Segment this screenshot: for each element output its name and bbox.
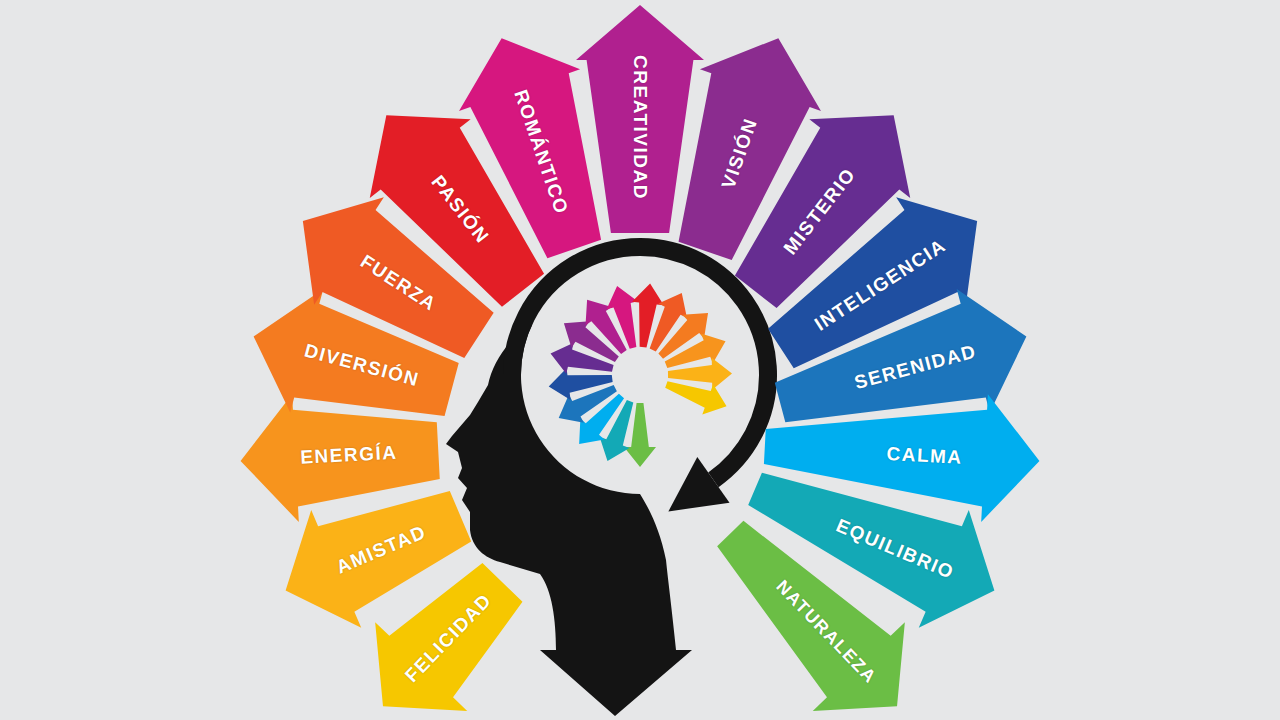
arrow-label: ENERGÍA: [299, 443, 397, 467]
arrow-label: EQUILIBRIO: [834, 515, 957, 582]
arrow-label: CALMA: [886, 443, 963, 466]
arrow-label: AMISTAD: [334, 522, 429, 577]
arrow-outline: [576, 5, 704, 233]
arrow-label: NATURALEZA: [773, 578, 880, 687]
arrow-label: SERENIDAD: [852, 341, 978, 392]
ring-arrowhead: [668, 457, 729, 512]
arrow-label: PASIÓN: [428, 172, 492, 247]
arrow-label: MISTERIO: [780, 164, 859, 258]
text-slot: CREATIVIDAD: [576, 35, 704, 221]
wheel-arrow: [661, 369, 732, 421]
head-silhouette: [446, 325, 692, 716]
arrow-outline: [684, 489, 943, 720]
arrow-label: ROMÁNTICO: [511, 87, 572, 217]
thought-ring: [512, 247, 768, 480]
arrow-label: FELICIDAD: [402, 590, 495, 686]
arrow-label: VISIÓN: [718, 115, 760, 191]
arrow-label: CREATIVIDAD: [631, 56, 650, 201]
arrow-label: DIVERSIÓN: [302, 341, 421, 390]
arrow-label: FUERZA: [357, 252, 440, 315]
inner-color-wheel: [547, 282, 733, 467]
